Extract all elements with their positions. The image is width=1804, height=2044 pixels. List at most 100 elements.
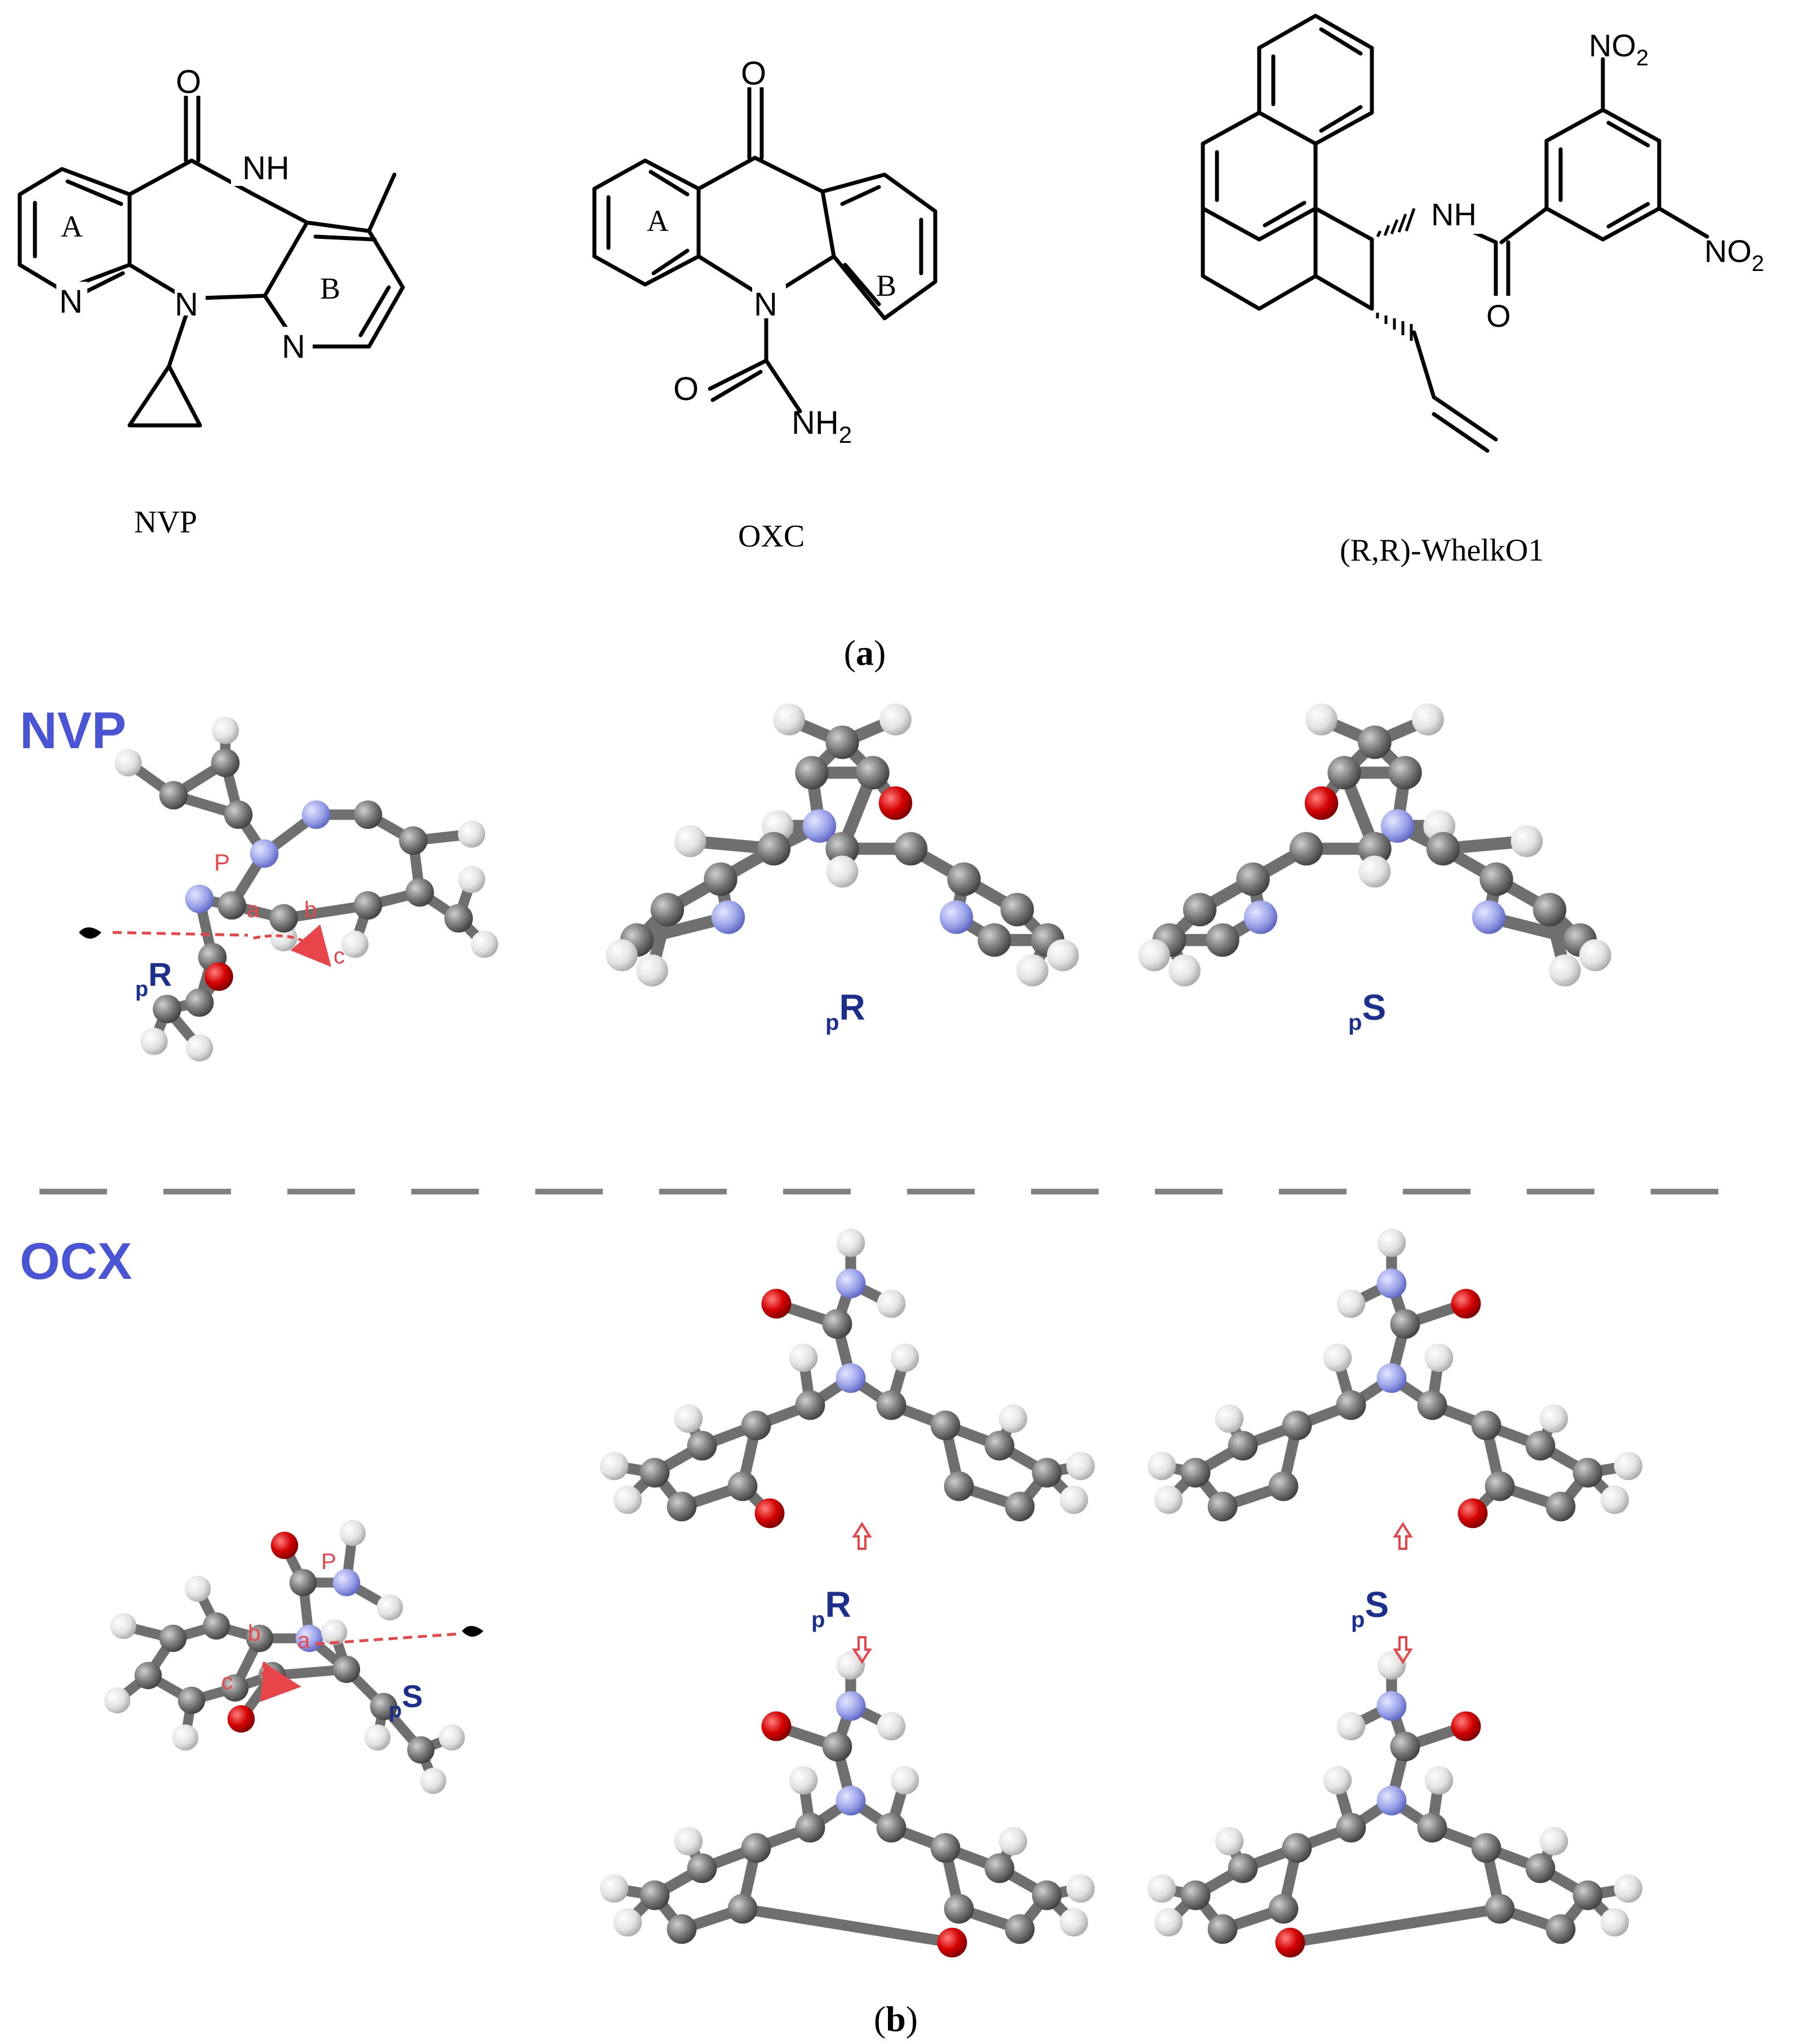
atom-sphere (405, 878, 434, 907)
atom-sphere (1525, 1430, 1556, 1461)
atom-sphere (877, 1712, 906, 1741)
atom-sphere (1016, 954, 1048, 987)
nvp-name: NVP (134, 505, 197, 540)
atom-sphere (470, 930, 499, 958)
atom-sphere (224, 800, 253, 829)
atom-sphere (205, 962, 233, 991)
atom-sphere (1380, 809, 1415, 843)
nvp-label-p: P (214, 849, 230, 876)
ocx-pr-label-group: pR (811, 1522, 872, 1664)
atom-sphere (877, 1289, 906, 1318)
atom-sphere (666, 1491, 697, 1522)
oxc-atom-nh2: NH2 (792, 405, 852, 448)
atom-sphere (1138, 939, 1170, 971)
whelko1-structure: NO2 NO2 NH O (R,R)-WhelkO1 (1201, 14, 1764, 568)
atom-sphere (890, 1343, 919, 1372)
atom-sphere (1485, 1471, 1515, 1501)
atom-sphere (1376, 1363, 1407, 1393)
atom-sphere (639, 1458, 670, 1488)
atom-sphere (761, 1288, 792, 1319)
whelko1-name: (R,R)-WhelkO1 (1340, 533, 1544, 568)
atom-sphere (1183, 892, 1217, 927)
atom-sphere (1032, 1458, 1062, 1488)
atom-sphere (789, 1343, 818, 1372)
atom-sphere (332, 1655, 361, 1683)
atom-sphere (1471, 1410, 1501, 1441)
atom-sphere (944, 1471, 974, 1501)
atom-sphere (802, 809, 837, 843)
atom-sphere (1000, 892, 1034, 927)
atom-sphere (1336, 1712, 1366, 1741)
ocx-ps-conformer-top-model (1147, 1228, 1643, 1528)
nvp-atom-n-ring-a: N (59, 283, 83, 320)
atom-sphere (153, 994, 181, 1024)
atom-sphere (1390, 1309, 1420, 1339)
atom-sphere (420, 1767, 447, 1794)
atom-sphere (836, 1228, 865, 1257)
atom-sphere (836, 1363, 866, 1393)
atom-sphere (1539, 1827, 1568, 1856)
atom-sphere (1549, 954, 1581, 987)
atom-sphere (1358, 855, 1391, 888)
atom-sphere (444, 904, 473, 933)
ocx-label-a: a (297, 1628, 310, 1653)
atom-sphere (1412, 703, 1444, 736)
atom-sphere (1377, 1651, 1406, 1680)
ocx-pr-conformer-bottom-model (599, 1651, 1095, 1958)
atom-sphere (211, 717, 239, 744)
atom-sphere (666, 1914, 697, 1944)
ocx-view-annotations: P a b c pS (221, 1549, 483, 1722)
atom-sphere (1206, 923, 1239, 957)
atom-sphere (795, 756, 829, 790)
whelko1-ring-dinitro (1544, 108, 1661, 242)
atom-sphere (270, 1531, 299, 1559)
nvp-structure: O NH N N N A B NVP (17, 62, 405, 540)
atom-sphere (754, 1498, 785, 1528)
atom-sphere (836, 1651, 865, 1680)
atom-sphere (1600, 1485, 1629, 1514)
atom-sphere (876, 1390, 907, 1420)
atom-sphere (836, 1268, 866, 1299)
atom-sphere (822, 1309, 852, 1339)
atom-sphere (114, 749, 142, 777)
nvp-atom-o: O (176, 64, 201, 100)
atom-sphere (757, 832, 791, 866)
atom-sphere (1388, 756, 1422, 790)
atom-sphere (822, 1731, 852, 1762)
atom-sphere (211, 748, 240, 777)
oxc-ring-label-b: B (876, 269, 896, 303)
atom-sphere (184, 1575, 211, 1602)
atom-sphere (977, 923, 1011, 957)
nvp-label-a: a (247, 897, 260, 922)
atom-sphere (1376, 1268, 1407, 1299)
atom-sphere (639, 1880, 670, 1910)
atom-sphere (370, 1692, 398, 1721)
atom-sphere (795, 1812, 825, 1843)
atom-sphere (438, 1724, 465, 1751)
atom-sphere (1268, 1471, 1299, 1501)
ocx-side-view-model (104, 1519, 465, 1794)
atom-sphere (399, 826, 428, 855)
atom-sphere (1147, 1451, 1176, 1481)
atom-sphere (947, 862, 981, 896)
atom-sphere (1525, 1853, 1556, 1883)
atom-sphere (856, 756, 890, 790)
atom-sphere (1215, 1827, 1244, 1856)
atom-sphere (177, 1686, 206, 1714)
atom-sphere (110, 1612, 137, 1639)
atom-sphere (1066, 1451, 1095, 1481)
atom-sphere (599, 1451, 629, 1481)
atom-sphere (301, 800, 331, 829)
atom-sphere (1282, 1833, 1312, 1863)
atom-sphere (741, 1833, 771, 1863)
nvp-view-marker: pR (135, 957, 172, 1001)
nvp-atom-n-ring-b: N (282, 328, 305, 365)
atom-sphere (727, 1894, 758, 1924)
atom-sphere (878, 786, 913, 820)
atom-sphere (1572, 1880, 1603, 1910)
atom-sphere (1472, 900, 1506, 934)
atom-sphere (1424, 1343, 1454, 1372)
atom-sphere (1275, 1927, 1305, 1958)
ocx-ps-label-group: pS (1351, 1522, 1413, 1664)
atom-sphere (1545, 1491, 1576, 1522)
